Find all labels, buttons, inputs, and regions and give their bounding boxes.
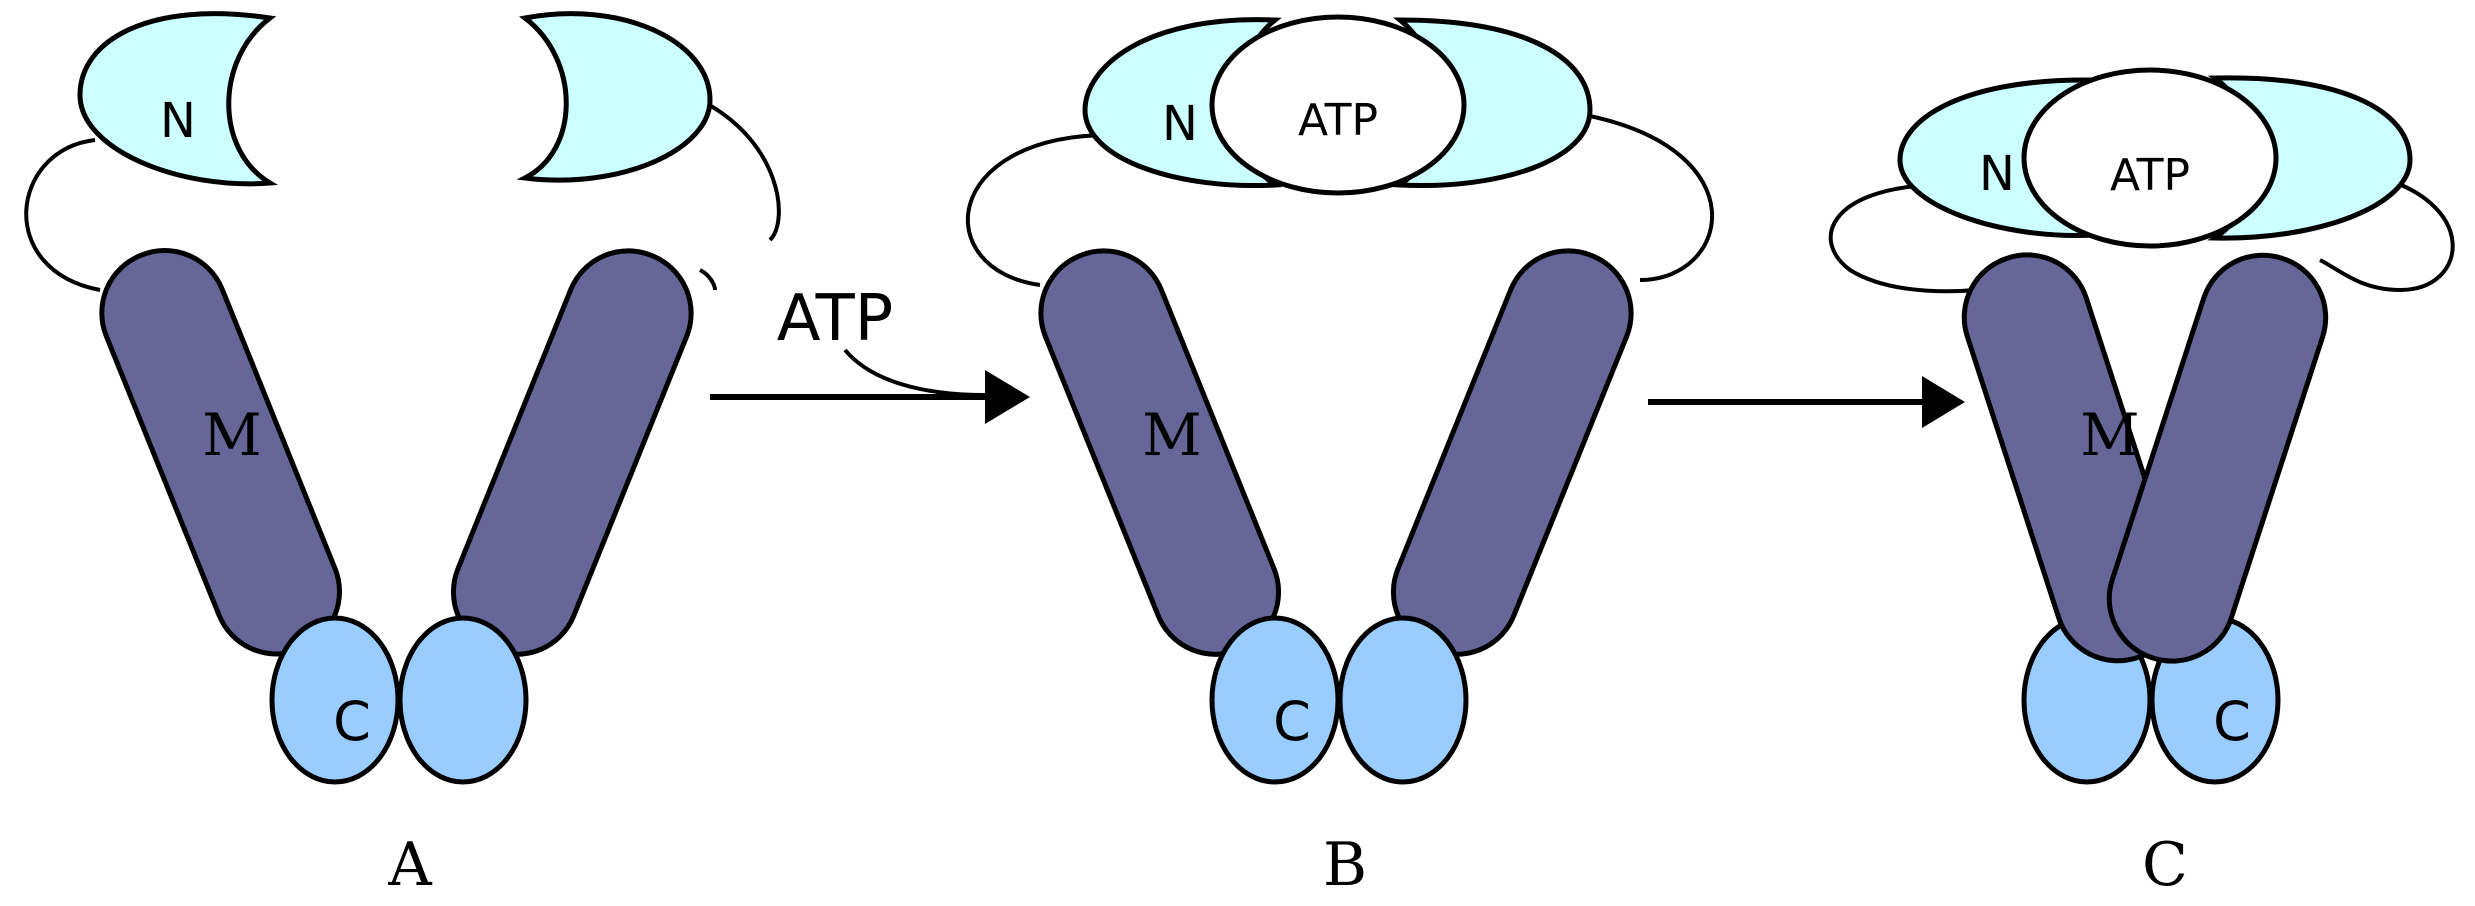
state-b-left-linker	[965, 133, 1111, 287]
state-c-right-linker	[2319, 173, 2455, 293]
state-a-right-n-domain	[516, 11, 713, 183]
state-b-atp-label: ATP	[1298, 95, 1378, 146]
state-b-n-label: N	[1162, 96, 1198, 152]
state-c-n-label: N	[1979, 146, 2015, 202]
state-a-left-linker	[24, 138, 101, 292]
state-a-left-n-domain	[77, 11, 278, 187]
state-b-m-label: M	[1142, 401, 1201, 469]
state-b-caption: B	[1323, 830, 1367, 900]
atp-binding-curve	[843, 348, 986, 397]
state-c-m-label: M	[2080, 401, 2139, 469]
state-a-c-label: C	[333, 690, 371, 753]
state-c-c-label: C	[2213, 690, 2251, 753]
state-b-c-label: C	[1273, 690, 1311, 753]
state-b-right-c-domain	[1337, 615, 1469, 785]
state-a-n-label: N	[160, 93, 196, 149]
state-b: N ATP M C B	[965, 14, 1715, 900]
state-a-right-linker-tail	[699, 268, 717, 291]
state-b-atp-molecule	[1209, 14, 1467, 196]
state-a: N M C A	[24, 11, 781, 900]
state-c-right-m-domain	[2106, 252, 2329, 664]
state-a-m-label: M	[202, 401, 261, 469]
state-b-right-linker	[1584, 113, 1715, 282]
transition-a-to-b: ATP	[710, 282, 1030, 424]
state-b-right-m-domain	[1390, 248, 1634, 657]
state-c-atp-molecule	[2021, 67, 2279, 249]
state-a-right-linker	[699, 98, 781, 242]
transition-atp-label: ATP	[777, 282, 894, 356]
arrowhead-a-to-b	[985, 370, 1030, 424]
transition-b-to-c	[1648, 376, 1965, 428]
state-a-right-c-domain	[397, 615, 529, 785]
state-a-right-m-domain	[450, 248, 694, 657]
arrowhead-b-to-c	[1922, 376, 1965, 428]
state-c: N ATP C M C	[1828, 67, 2455, 900]
state-c-left-linker	[1828, 183, 2011, 294]
state-c-atp-label: ATP	[2110, 150, 2190, 201]
state-c-caption: C	[2142, 830, 2188, 900]
state-a-caption: A	[387, 830, 432, 900]
